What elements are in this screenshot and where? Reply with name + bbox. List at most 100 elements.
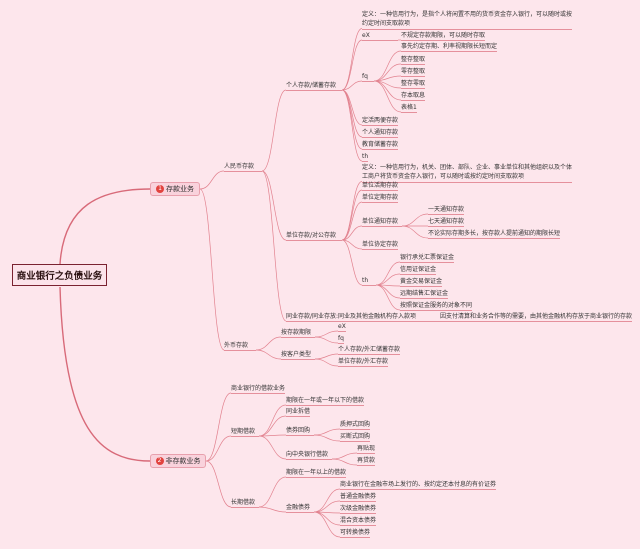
bank-borrowing: 商业银行的借款业务 xyxy=(231,385,286,394)
connector xyxy=(313,428,341,436)
central-bank-item: 再贷款 xyxy=(357,457,376,466)
connector xyxy=(205,392,232,462)
personal-deposit-item: 教育储蓄存款 xyxy=(362,141,399,150)
connector xyxy=(199,170,225,190)
foreign-term-item: fq xyxy=(338,335,344,344)
connector xyxy=(341,239,363,250)
connector xyxy=(401,213,429,227)
personal-demand-deposit: eX xyxy=(362,32,398,41)
connector xyxy=(341,80,363,91)
margin-deposit-item: 按照保证金服务的对象不同 xyxy=(400,302,473,311)
foreign-deposit: 外币存款 xyxy=(224,342,256,351)
connector xyxy=(341,201,363,241)
bond-item: 普通金融债券 xyxy=(340,493,377,502)
personal-deposit: 个人存款/储蓄存款 xyxy=(286,82,342,91)
connector xyxy=(261,170,287,322)
number-badge-2: 2 xyxy=(155,457,164,465)
time-deposit-item: 存本取息 xyxy=(401,92,426,101)
connector xyxy=(331,458,358,466)
short-term-definition: 期限在一年或一年以下的借款 xyxy=(286,397,365,406)
unit-notice-deposit: 单位通知存款 xyxy=(362,218,402,227)
definition-line: 定义：一种信用行为，是指个人将闲置不用的货币资金存入银行，可以随时或按 xyxy=(362,10,573,18)
repo-item: 买断式回购 xyxy=(340,433,371,442)
time-deposit-item: 事先约定存期、利率视期限长短而定 xyxy=(401,43,498,52)
connector xyxy=(341,189,363,241)
personal-deposit-definition: 定义：一种信用行为，是指个人将闲置不用的货币资金存入银行，可以随时或按 约定时间… xyxy=(362,10,573,30)
connector xyxy=(258,506,287,513)
long-term-definition: 期限在一年以上的借款 xyxy=(286,469,347,478)
connector xyxy=(199,188,225,351)
connector xyxy=(341,89,363,162)
connector xyxy=(314,330,339,338)
financial-bonds: 金融债券 xyxy=(286,504,314,513)
connector xyxy=(255,349,282,360)
connector xyxy=(375,284,401,311)
foreign-client-item: 个人存款/外汇储蓄存款 xyxy=(338,346,401,355)
margin-deposit-item: 远期结售汇保证金 xyxy=(400,290,449,299)
connector xyxy=(375,273,401,286)
bond-item: 混合资本债券 xyxy=(340,517,377,526)
foreign-client-item: 单位存款/外汇存款 xyxy=(338,358,389,367)
margin-deposit-item: 黄金交易保证金 xyxy=(400,278,443,287)
personal-deposit-item: 个人通知存款 xyxy=(362,129,399,138)
unit-deposit-definition: 定义：一种信用行为，机关、团体、部队、企业、事业单位和其他组织以及个体 工商户将… xyxy=(362,163,573,183)
connector xyxy=(341,89,363,138)
unit-deposit: 单位存款/对公存款 xyxy=(286,232,342,241)
bond-item: 次级金融债券 xyxy=(340,505,377,514)
time-deposit-item: 整存零取 xyxy=(401,80,426,89)
connector xyxy=(341,89,363,150)
foreign-by-term: 按存款期限 xyxy=(281,329,315,338)
notice-deposit-item: 一天通知存款 xyxy=(428,206,465,215)
connector xyxy=(313,511,341,538)
branch-non-deposit: 2 非存款业务 xyxy=(150,454,206,468)
central-bank-borrowing: 向中央银行借款 xyxy=(286,451,332,460)
bond-repo: 债券回购 xyxy=(286,427,314,436)
personal-demand-note: 不规定存款期限，可以随时存取 xyxy=(401,32,486,41)
connector xyxy=(375,261,401,286)
foreign-by-client: 按客户类型 xyxy=(281,351,315,360)
long-term-borrowing: 长期借款 xyxy=(231,499,259,508)
number-badge-1: 1 xyxy=(156,185,164,193)
foreign-term-item: eX xyxy=(338,323,346,332)
short-term-borrowing: 短期借款 xyxy=(231,428,259,437)
connector xyxy=(314,336,339,344)
connector xyxy=(341,225,363,241)
connector xyxy=(401,225,429,239)
interbank-deposit-note: 因支付清算和业务合作等的需要，由其他金融机构存放于商业银行的存款 xyxy=(440,313,633,322)
time-deposit-item: 零存整取 xyxy=(401,68,426,77)
connector xyxy=(205,460,232,508)
connector xyxy=(59,286,151,462)
connector xyxy=(375,284,401,299)
connector xyxy=(341,28,363,91)
connector xyxy=(314,358,339,367)
unit-deposit-item: 单位定期存款 xyxy=(362,194,399,203)
connector xyxy=(313,511,341,526)
connector xyxy=(341,239,363,286)
branch-deposit: 1 存款业务 xyxy=(150,182,200,196)
connector xyxy=(331,452,358,460)
margin-deposit-item: 银行承兑汇票保证金 xyxy=(400,254,455,263)
personal-deposit-item: 定活两便存款 xyxy=(362,117,399,126)
notice-deposit-item: 七天通知存款 xyxy=(428,218,465,227)
definition-line: 工商户将货币资金存入银行，可以随时或按约定时间支取款项 xyxy=(362,172,525,180)
connector xyxy=(314,353,339,360)
repo-item: 质押式回购 xyxy=(340,421,371,430)
connector xyxy=(258,434,287,437)
unit-agreement-deposit: 单位协定存款 xyxy=(362,241,399,250)
connector xyxy=(258,415,287,437)
margin-deposit-item: 信用证保证金 xyxy=(400,266,437,275)
connector xyxy=(373,63,402,82)
definition-line: 定义：一种信用行为，机关、团体、部队、企业、事业单位和其他组织以及个体 xyxy=(362,163,573,171)
bond-item: 可转换债券 xyxy=(340,529,371,538)
central-bank-item: 再贴现 xyxy=(357,445,376,454)
connector xyxy=(313,488,341,513)
connector xyxy=(313,434,341,442)
margin-deposit: th xyxy=(362,277,376,286)
personal-time-deposit: fq xyxy=(362,73,374,82)
time-deposit-item: 表格1 xyxy=(401,104,417,113)
connector xyxy=(373,50,402,82)
connector xyxy=(59,188,151,265)
rmb-deposit: 人民币存款 xyxy=(224,163,262,172)
bond-item: 商业银行在金融市场上发行的、按约定还本付息的有价证券 xyxy=(340,481,497,490)
